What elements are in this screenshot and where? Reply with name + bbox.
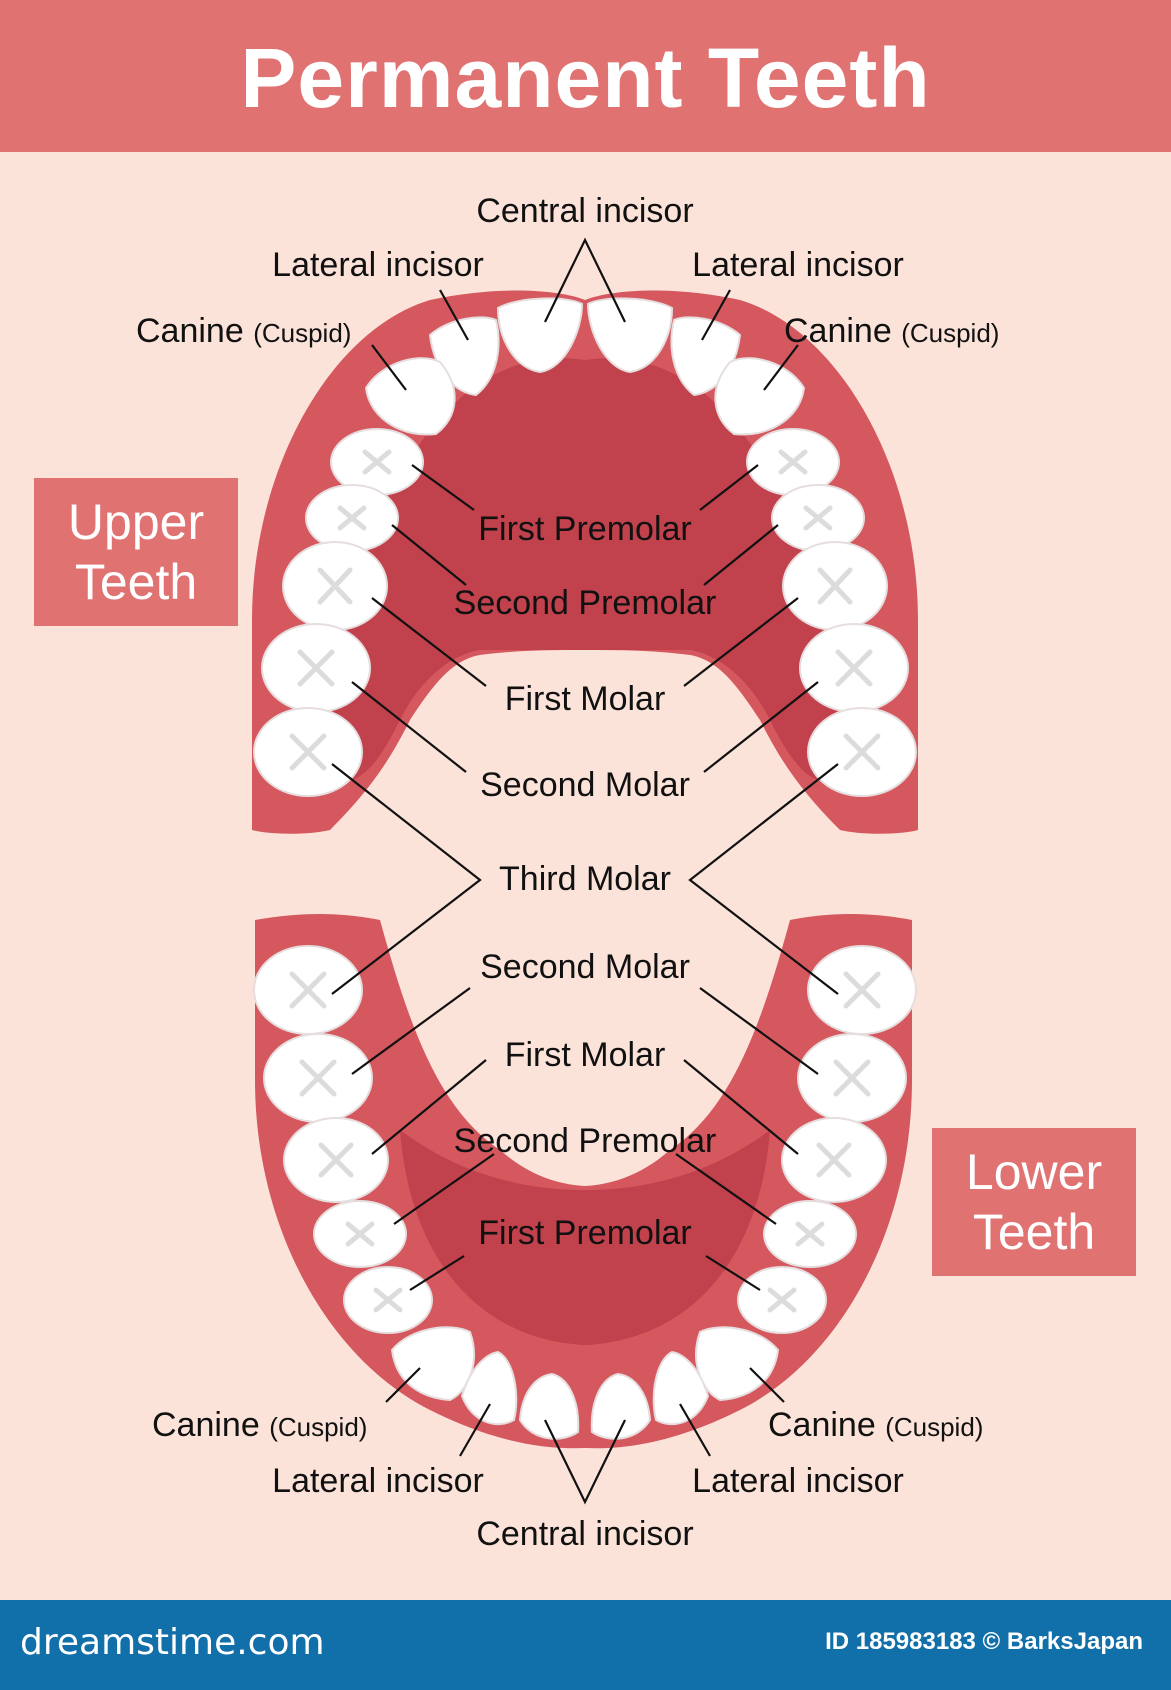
lower-canine-left-label: Canine (Cuspid)	[152, 1406, 367, 1444]
upper-canine-right-word: Canine	[784, 312, 892, 350]
upper-first-molar-label: First Molar	[505, 680, 666, 718]
lower-canine-right-word: Canine	[768, 1406, 876, 1444]
footer-credit: ID 185983183 © BarksJapan	[825, 1628, 1143, 1656]
lower-lateral-incisor-left-label: Lateral incisor	[272, 1462, 484, 1500]
upper-canine-left-word: Canine	[136, 312, 244, 350]
upper-second-molar-label: Second Molar	[480, 766, 690, 804]
lower-first-premolar-label: First Premolar	[478, 1214, 691, 1252]
upper-cuspid-right-word: (Cuspid)	[901, 318, 999, 348]
upper-second-premolar-label: Second Premolar	[454, 584, 717, 622]
lower-cuspid-left-word: (Cuspid)	[269, 1412, 367, 1442]
lower-lateral-incisor-right-label: Lateral incisor	[692, 1462, 904, 1500]
lower-central-incisor-label: Central incisor	[476, 1515, 693, 1553]
lower-canine-left-word: Canine	[152, 1406, 260, 1444]
third-molar-label: Third Molar	[499, 860, 671, 898]
teeth-diagram: Central incisor Lateral incisor Lateral …	[0, 0, 1171, 1600]
upper-lateral-incisor-left-label: Lateral incisor	[272, 246, 484, 284]
upper-first-premolar-label: First Premolar	[478, 510, 691, 548]
upper-canine-left-label: Canine (Cuspid)	[136, 312, 351, 350]
upper-lateral-incisor-right-label: Lateral incisor	[692, 246, 904, 284]
lower-second-premolar-label: Second Premolar	[454, 1122, 717, 1160]
lower-second-molar-label: Second Molar	[480, 948, 690, 986]
upper-central-incisor-label: Central incisor	[476, 192, 693, 230]
upper-canine-right-label: Canine (Cuspid)	[784, 312, 999, 350]
lower-cuspid-right-word: (Cuspid)	[885, 1412, 983, 1442]
lower-first-molar-label: First Molar	[505, 1036, 666, 1074]
footer-bar: dreamstime.com ID 185983183 © BarksJapan	[0, 1600, 1171, 1690]
lower-canine-right-label: Canine (Cuspid)	[768, 1406, 983, 1444]
upper-cuspid-left-word: (Cuspid)	[253, 318, 351, 348]
footer-brand[interactable]: dreamstime.com	[20, 1622, 325, 1663]
